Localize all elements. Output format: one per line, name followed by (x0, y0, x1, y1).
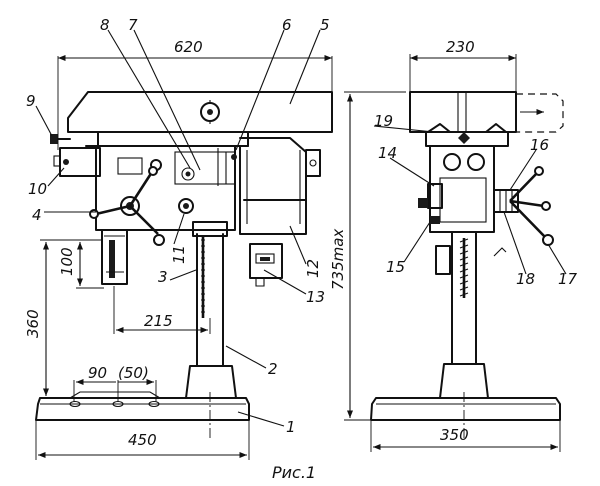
part-label-15: 15 (386, 258, 405, 276)
part-label-13: 13 (306, 288, 325, 306)
dim-735max: 735max (329, 229, 347, 290)
dimension-lines (35, 54, 561, 460)
part-label-18: 18 (516, 270, 535, 288)
part-label-1: 1 (286, 418, 296, 436)
dim-100: 100 (58, 247, 76, 276)
part-label-3: 3 (158, 268, 168, 286)
part-label-17: 17 (558, 270, 578, 288)
part-label-6: 6 (282, 16, 292, 34)
side-view (370, 91, 564, 421)
part-label-11: 11 (170, 245, 188, 264)
part-label-14: 14 (378, 144, 397, 162)
dim-350: 350 (440, 426, 469, 444)
part-label-8: 8 (100, 16, 110, 34)
part-label-5: 5 (320, 16, 330, 34)
dim-90: 90 (88, 364, 107, 382)
dim-360: 360 (24, 309, 42, 338)
dim-50: (50) (118, 364, 149, 382)
part-label-16: 16 (530, 136, 549, 154)
part-label-10: 10 (28, 180, 47, 198)
part-label-7: 7 (128, 16, 138, 34)
part-label-12: 12 (304, 259, 322, 278)
figure-caption: Рис.1 (272, 463, 316, 482)
leader-lines (35, 29, 567, 427)
part-label-4: 4 (32, 206, 42, 224)
part-label-2: 2 (268, 360, 278, 378)
dim-215: 215 (144, 312, 173, 330)
dim-620: 620 (174, 38, 203, 56)
part-label-9: 9 (26, 92, 36, 110)
dim-450: 450 (128, 431, 157, 449)
front-view (35, 91, 333, 421)
part-label-19: 19 (374, 112, 393, 130)
dim-230: 230 (446, 38, 475, 56)
